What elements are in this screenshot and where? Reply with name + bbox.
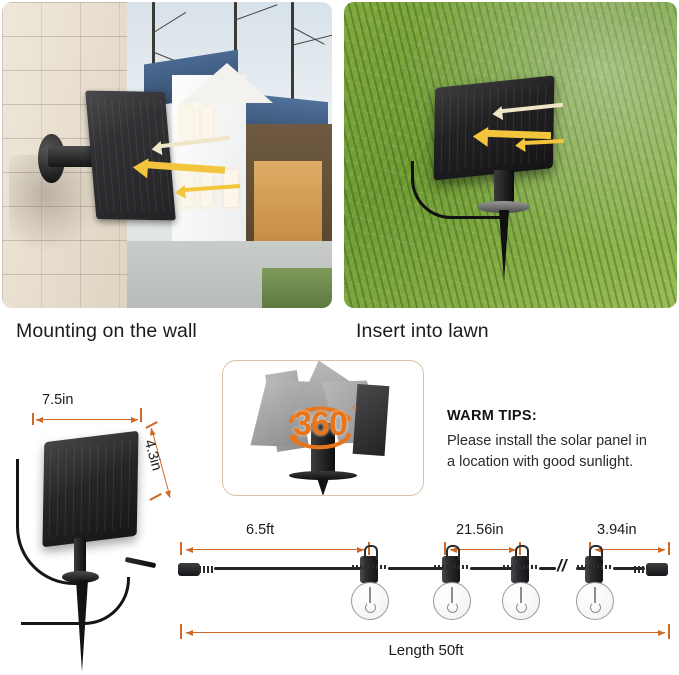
rotation-badge: 360 ° — [271, 399, 369, 455]
warm-tips-line-2: a location with good sunlight. — [447, 454, 634, 471]
total-length-label: Length 50ft — [388, 642, 464, 659]
dimension-height-label: 4.3in — [140, 438, 165, 473]
branch-icon — [151, 11, 187, 34]
dimension-tick — [444, 542, 446, 555]
bulb-socket — [434, 545, 468, 583]
bulb-filament — [517, 587, 526, 613]
window — [201, 106, 214, 140]
bulb-socket — [352, 545, 386, 583]
bulb-filament — [591, 587, 600, 613]
solar-panel — [85, 90, 177, 220]
window — [180, 106, 193, 140]
lawn-scene — [344, 2, 677, 308]
ground-spike — [498, 210, 509, 283]
house-background — [127, 2, 332, 308]
hanging-loop-icon — [446, 545, 460, 560]
socket-ribs — [577, 565, 611, 569]
tree-icon — [233, 2, 237, 94]
connector-ridges — [634, 566, 648, 573]
connector-ridges — [199, 566, 213, 573]
dimension-tick — [32, 413, 34, 425]
solar-panel — [433, 74, 555, 180]
dimension-tick — [668, 542, 670, 555]
dimension-tick — [180, 542, 182, 555]
rotation-degrees-value: 360 — [293, 405, 348, 443]
dimension-arrow — [450, 546, 516, 553]
dimension-width-label: 7.5in — [42, 392, 74, 408]
light-bulb — [433, 582, 471, 620]
photo-mounting-on-wall — [2, 2, 332, 308]
wire-segment — [388, 567, 450, 570]
hanging-loop-icon — [589, 545, 603, 560]
caption-insert-into-lawn: Insert into lawn — [356, 320, 489, 342]
warm-tips-title: WARM TIPS: — [447, 408, 537, 424]
degree-symbol: ° — [352, 403, 357, 417]
dimension-tick — [180, 624, 182, 639]
bulb-filament — [448, 587, 457, 613]
lawn-strip — [262, 268, 332, 308]
rotation-card: 360 ° — [222, 360, 424, 496]
house-gable — [180, 63, 273, 104]
dimension-arrow — [186, 546, 364, 553]
panel-post — [311, 422, 335, 477]
panel-dimension-figure: 7.5in 4.3in — [6, 392, 176, 672]
bulb-socket — [503, 545, 537, 583]
photo-insert-into-lawn — [344, 2, 677, 308]
hanging-loop-icon — [515, 545, 529, 560]
warm-tips-block: WARM TIPS: Please install the solar pane… — [447, 408, 672, 473]
dimension-tick — [149, 493, 162, 501]
branch-icon — [233, 4, 278, 22]
tree-icon — [291, 2, 295, 113]
dimension-tick — [140, 408, 142, 422]
panel-base-disc — [477, 200, 531, 214]
caption-mounting-on-wall: Mounting on the wall — [16, 320, 197, 342]
wire-break-symbol: // — [557, 556, 567, 575]
panel-stem — [74, 537, 86, 574]
dimension-arrow — [595, 546, 665, 553]
dimension-arrow — [186, 629, 665, 636]
ground-spike — [317, 477, 329, 495]
dimension-tick — [668, 624, 670, 639]
warm-tips-line-1: Please install the solar panel in — [447, 433, 647, 449]
light-bulb — [502, 582, 540, 620]
string-light-diagram: 6.5ft 21.56in 3.94in // — [176, 520, 676, 672]
dimension-lead-label: 6.5ft — [246, 522, 275, 538]
panel-base-disc — [62, 571, 100, 583]
dimension-tail-spacing-label: 3.94in — [597, 522, 637, 538]
dimension-bulb-spacing-label: 21.56in — [456, 522, 504, 538]
grass-background — [344, 2, 677, 308]
light-bulb — [576, 582, 614, 620]
wall-scene — [2, 2, 332, 308]
wire-segment — [613, 567, 645, 570]
socket-ribs — [503, 565, 537, 569]
bulb-socket — [577, 545, 611, 583]
panel-stem — [493, 170, 514, 208]
solar-panel — [42, 430, 140, 547]
wire-segment — [470, 567, 516, 570]
light-bulb — [351, 582, 389, 620]
warm-tips-body: Please install the solar panel in a loca… — [447, 431, 672, 473]
wire-segment — [539, 567, 556, 570]
panel-cable-tail — [21, 576, 130, 625]
branch-icon — [290, 26, 325, 46]
panel-cable — [410, 161, 501, 220]
wire-segment — [214, 567, 364, 570]
string-left-connector — [178, 563, 213, 576]
panel-base-disc — [289, 470, 357, 481]
bulb-filament — [366, 587, 375, 613]
string-right-connector — [634, 563, 668, 576]
hanging-loop-icon — [364, 545, 378, 560]
socket-ribs — [434, 565, 468, 569]
panel-connector-plug — [124, 556, 156, 569]
dimension-arrow — [36, 416, 138, 423]
socket-ribs — [352, 565, 386, 569]
rotation-arrows-icon — [289, 406, 351, 450]
porch-lighting — [254, 161, 322, 241]
